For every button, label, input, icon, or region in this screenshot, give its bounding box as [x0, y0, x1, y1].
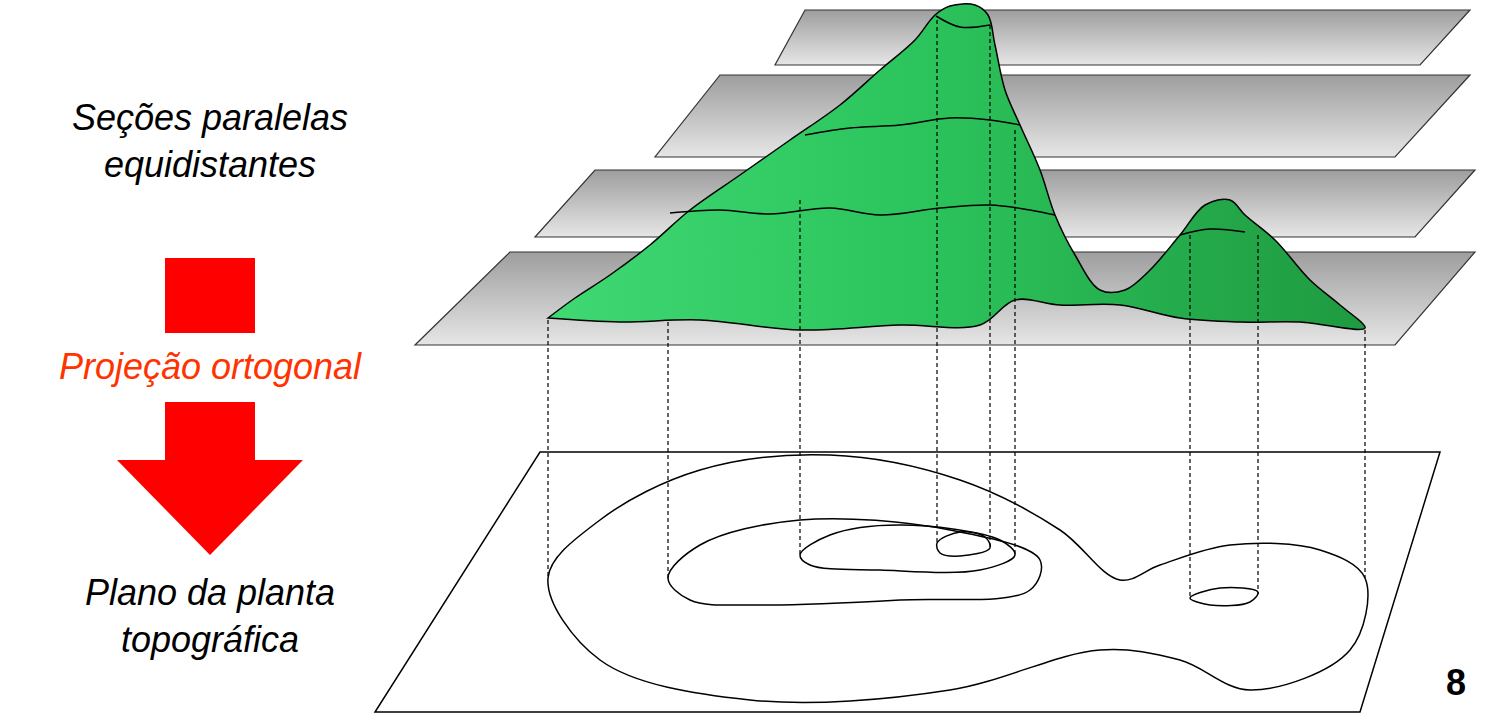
contour-line	[668, 519, 1042, 605]
section-line	[805, 118, 1020, 135]
step-label: Plano da planta topográfica	[15, 570, 405, 664]
step-square	[165, 258, 255, 333]
section-plane	[655, 75, 1470, 157]
hill-shape	[548, 4, 1365, 330]
step-label: Projeção ortogonal	[0, 344, 420, 391]
contour-line	[800, 525, 1015, 572]
arrow-shaft	[165, 402, 255, 462]
projection-line	[667, 322, 668, 578]
projection-line	[1364, 330, 1365, 578]
page-number: 8	[1426, 660, 1486, 707]
ground-plane	[375, 452, 1440, 712]
projection-line	[1014, 130, 1015, 555]
projection-line	[936, 20, 937, 543]
projection-line	[799, 200, 800, 555]
projection-line	[1189, 235, 1190, 598]
arrow-head	[117, 460, 303, 555]
contour-line	[1190, 588, 1258, 606]
contour-line	[548, 455, 1368, 703]
projection-line	[989, 25, 990, 548]
projection-line	[1257, 235, 1258, 594]
contour-line	[937, 532, 991, 556]
section-line	[936, 16, 990, 27]
step-label: Seções paralelas equidistantes	[15, 95, 405, 189]
projection-lines	[548, 20, 1365, 598]
projection-line	[547, 320, 548, 578]
hill-group	[548, 4, 1365, 330]
contour-lines	[548, 455, 1368, 703]
section-plane	[775, 10, 1470, 65]
section-line	[1180, 229, 1245, 235]
section-line	[670, 205, 1055, 215]
